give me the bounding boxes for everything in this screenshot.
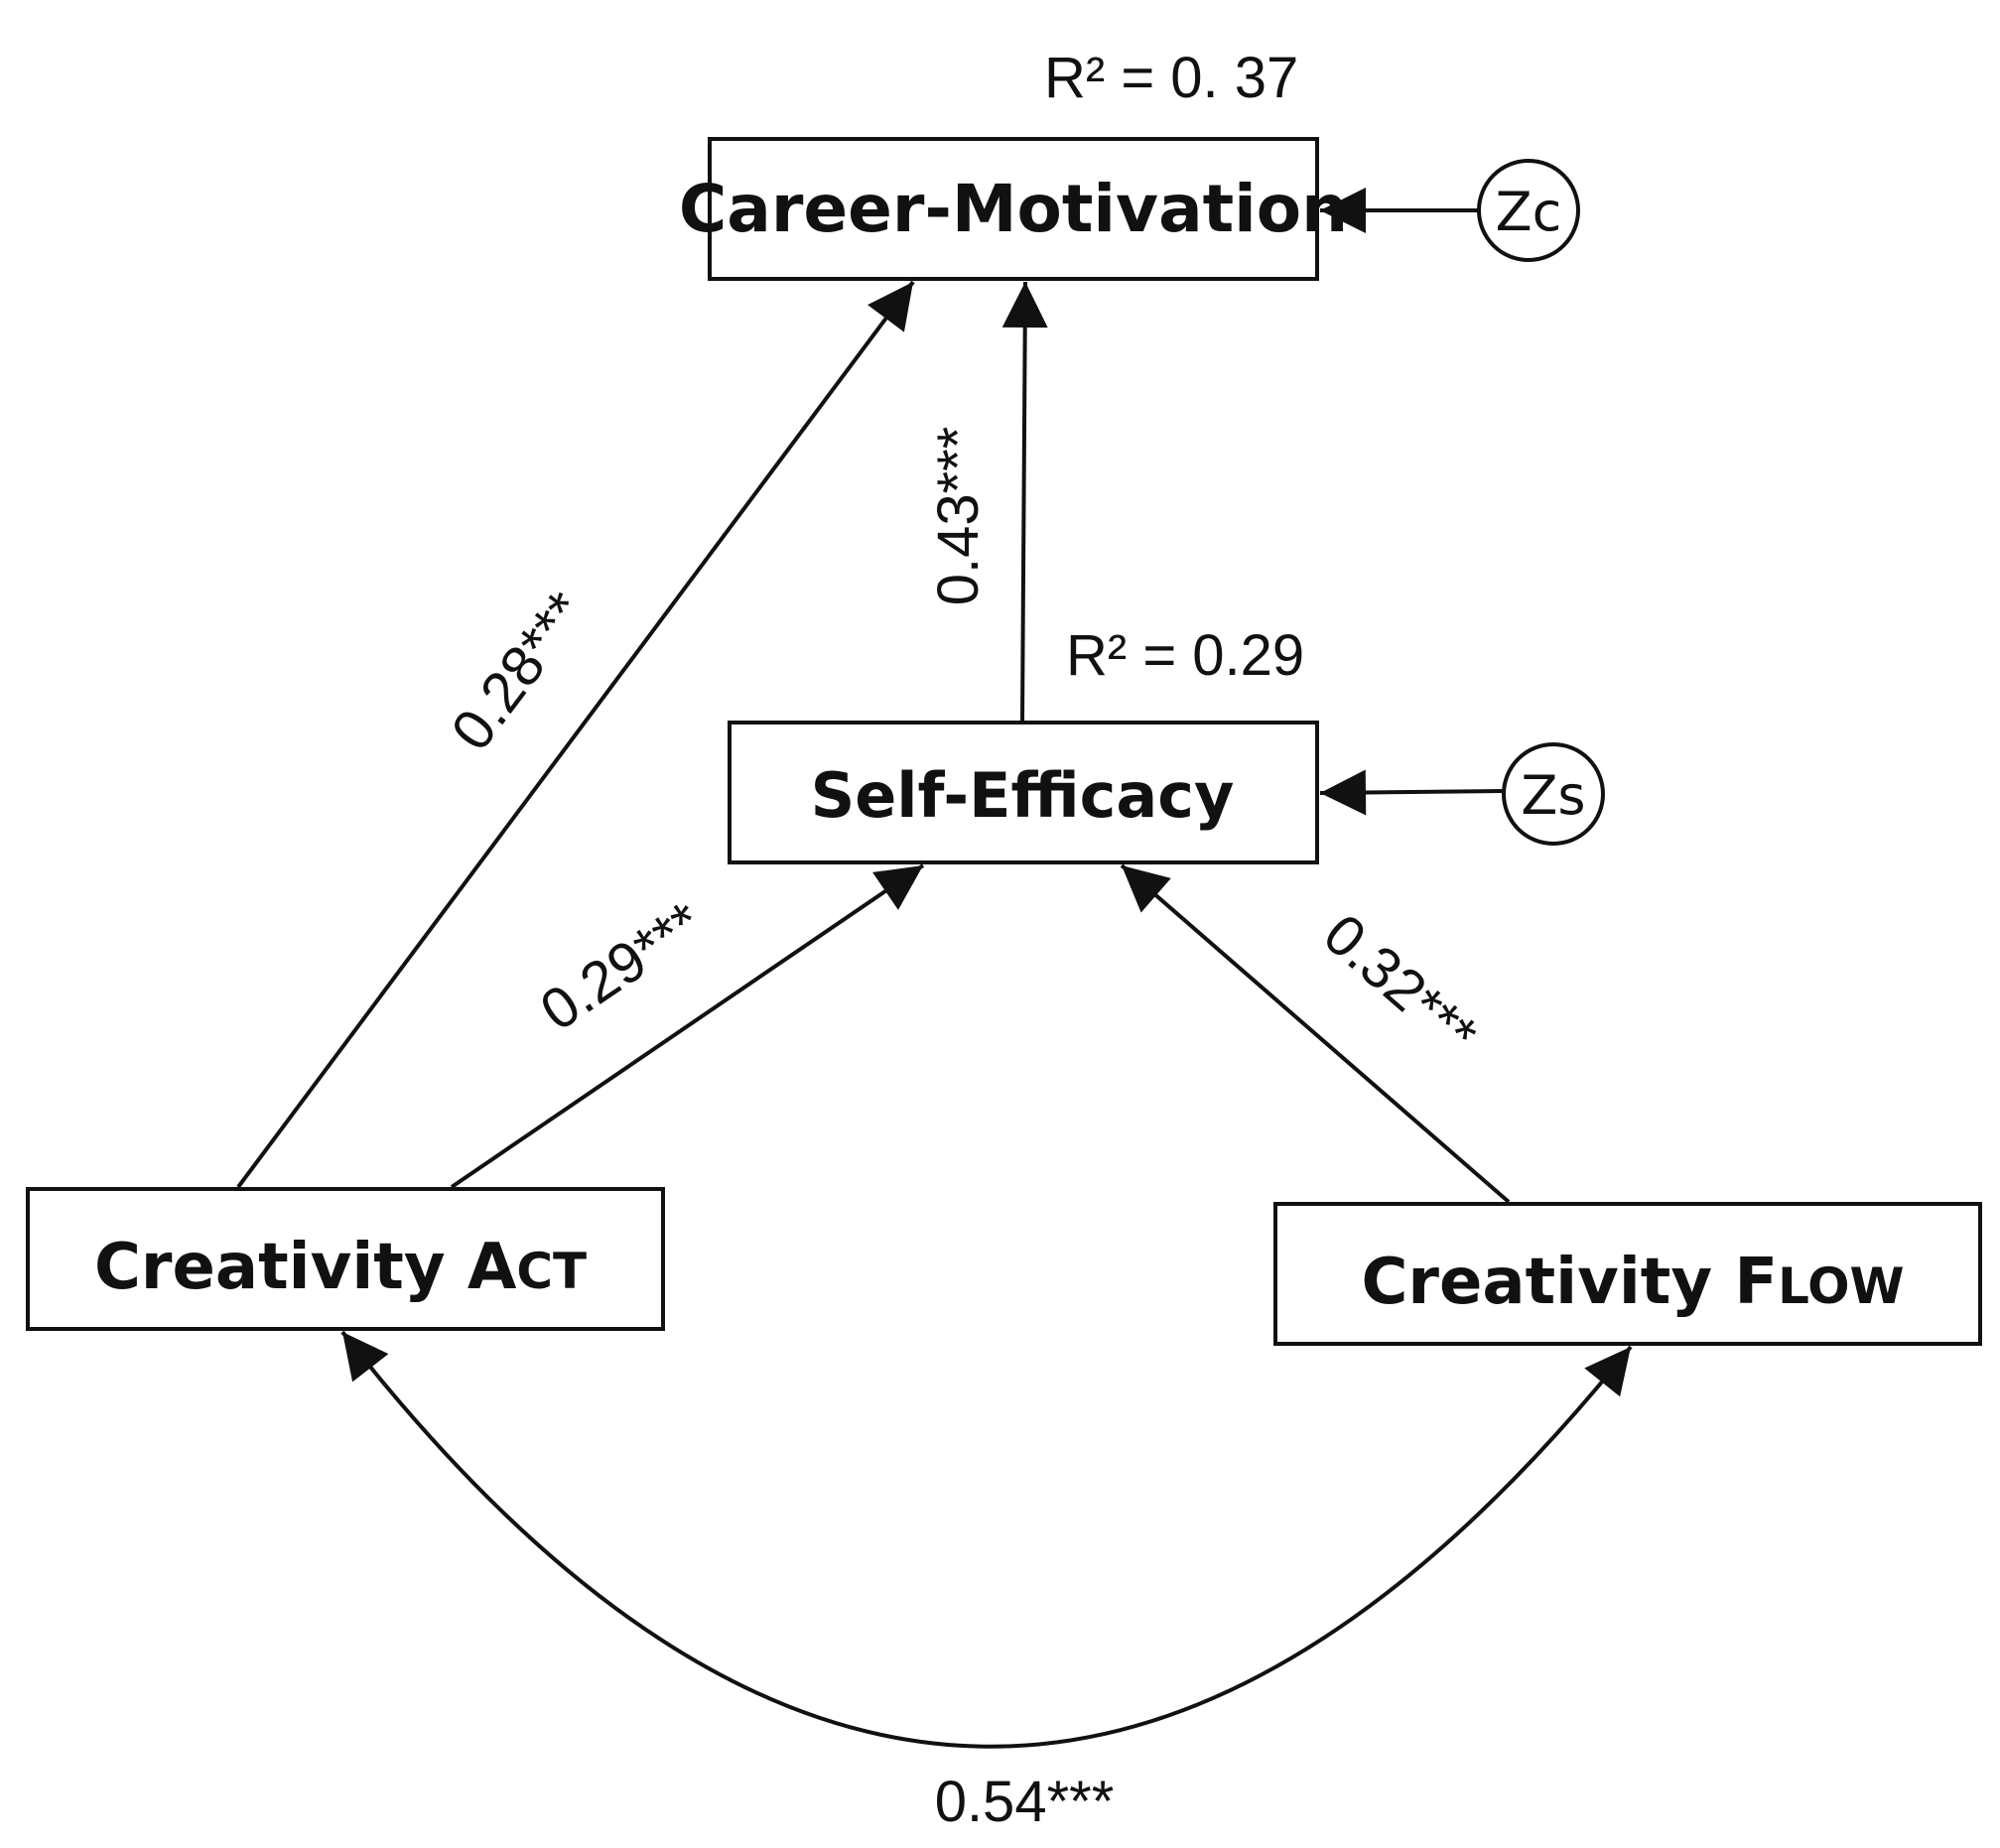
self-efficacy-box bbox=[728, 721, 1319, 864]
career-motivation-r2: R² = 0. 37 bbox=[1044, 46, 1298, 110]
creativity-act-label-cap: A bbox=[467, 1231, 517, 1304]
career-motivation-label: Career-Motivation bbox=[679, 171, 1348, 247]
self-efficacy-label: Self-Efficacy bbox=[811, 759, 1235, 832]
residual-zs-circle bbox=[1502, 742, 1605, 846]
act-to-self-coef: 0.29*** bbox=[529, 889, 714, 1043]
self-to-career-arrow bbox=[1001, 281, 1048, 722]
self-efficacy-r2: R² = 0.29 bbox=[1066, 623, 1304, 688]
act-flow-covariance-coef: 0.54*** bbox=[935, 1770, 1115, 1834]
act-to-career-arrow bbox=[236, 280, 915, 1189]
creativity-act-label: Creativity ACT bbox=[94, 1231, 587, 1304]
flow-to-self-arrow bbox=[1120, 863, 1511, 1204]
act-to-self-arrow bbox=[450, 863, 925, 1189]
creativity-flow-box bbox=[1273, 1202, 1982, 1346]
creativity-act-label-main: Creativity bbox=[94, 1231, 467, 1304]
residual-zc-label: Zc bbox=[1496, 181, 1562, 243]
residual-zs-label: Zs bbox=[1521, 764, 1585, 827]
career-motivation-box bbox=[708, 137, 1319, 281]
creativity-flow-label: Creativity FLOW bbox=[1361, 1246, 1904, 1319]
self-to-career-coef: 0.43*** bbox=[926, 427, 991, 606]
creativity-act-label-smallcaps: CT bbox=[516, 1243, 587, 1300]
zs-to-self-efficacy-arrow bbox=[1319, 769, 1505, 816]
flow-to-self-coef: 0.32*** bbox=[1311, 902, 1489, 1069]
creativity-act-box bbox=[26, 1187, 665, 1331]
creativity-flow-label-main: Creativity bbox=[1361, 1246, 1734, 1319]
creativity-flow-label-smallcaps: LOW bbox=[1778, 1257, 1905, 1315]
act-flow-covariance-curve bbox=[340, 1330, 1633, 1749]
creativity-flow-label-cap: F bbox=[1734, 1246, 1778, 1319]
